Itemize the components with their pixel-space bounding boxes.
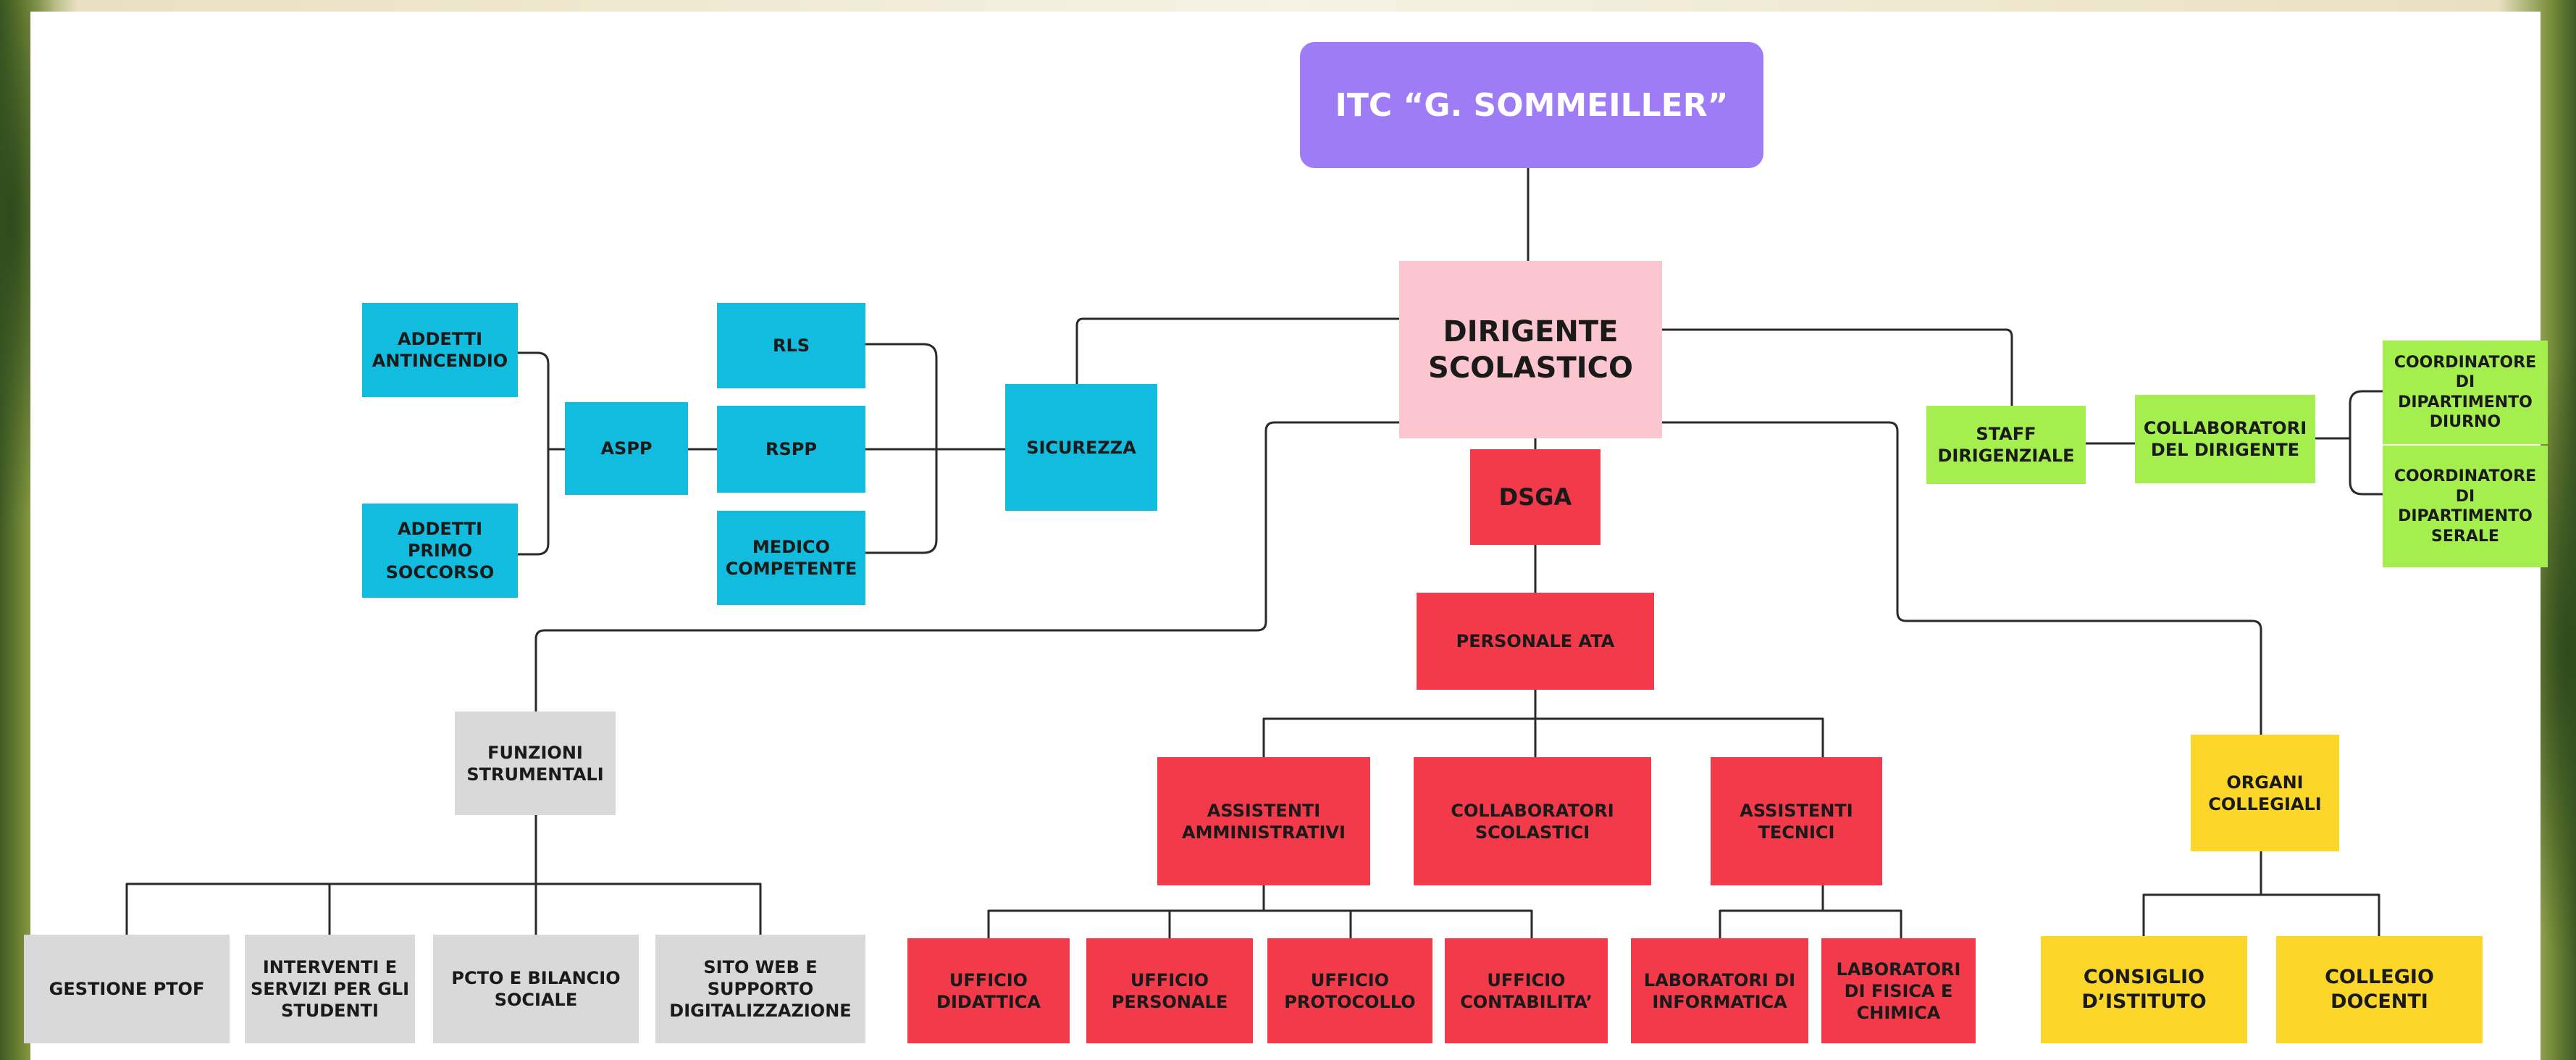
sito-web-box: SITO WEB E SUPPORTO DIGITALIZZAZIONE [655,935,865,1043]
dsga-box: DSGA [1470,449,1600,545]
pcto-bilancio-box: PCTO E BILANCIO SOCIALE [433,935,639,1043]
coordinatore-diurno-box: COORDINATORE DI DIPARTIMENTO DIURNO [2383,341,2548,444]
coordinatore-serale-box: COORDINATORE DI DIPARTIMENTO SERALE [2383,446,2548,567]
addetti-antincendio-box: ADDETTI ANTINCENDIO [362,303,518,397]
ufficio-contabilita-box: UFFICIO CONTABILITA’ [1445,938,1608,1043]
dirigente-scolastico-box: DIRIGENTE SCOLASTICO [1399,261,1662,438]
gestione-ptof-box: GESTIONE PTOF [24,935,230,1043]
ufficio-protocollo-box: UFFICIO PROTOCOLLO [1267,938,1432,1043]
assistenti-amministrativi-box: ASSISTENTI AMMINISTRATIVI [1157,757,1370,885]
aspp-box: ASPP [565,402,688,495]
collaboratori-scolastici-box: COLLABORATORI SCOLASTICI [1414,757,1651,885]
addetti-primo-soccorso-box: ADDETTI PRIMO SOCCORSO [362,504,518,598]
sicurezza-box: SICUREZZA [1005,384,1157,511]
medico-competente-box: MEDICO COMPETENTE [717,511,865,605]
rls-box: RLS [717,303,865,388]
assistenti-tecnici-box: ASSISTENTI TECNICI [1711,757,1882,885]
funzioni-strumentali-box: FUNZIONI STRUMENTALI [455,711,616,815]
consiglio-istituto-box: CONSIGLIO D’ISTITUTO [2041,936,2247,1043]
organi-collegiali-box: ORGANI COLLEGIALI [2191,735,2339,851]
ufficio-personale-box: UFFICIO PERSONALE [1086,938,1253,1043]
collaboratori-del-dirigente-box: COLLABORATORI DEL DIRIGENTE [2135,395,2315,483]
interventi-servizi-box: INTERVENTI E SERVIZI PER GLI STUDENTI [245,935,415,1043]
school-title-box: ITC “G. SOMMEILLER” [1300,42,1763,168]
collegio-docenti-box: COLLEGIO DOCENTI [2276,936,2483,1043]
staff-dirigenziale-box: STAFF DIRIGENZIALE [1926,406,2086,484]
laboratori-informatica-box: LABORATORI DI INFORMATICA [1631,938,1808,1043]
laboratori-fisica-chimica-box: LABORATORI DI FISICA E CHIMICA [1821,938,1976,1043]
rspp-box: RSPP [717,406,865,493]
personale-ata-box: PERSONALE ATA [1417,593,1654,690]
ufficio-didattica-box: UFFICIO DIDATTICA [907,938,1070,1043]
